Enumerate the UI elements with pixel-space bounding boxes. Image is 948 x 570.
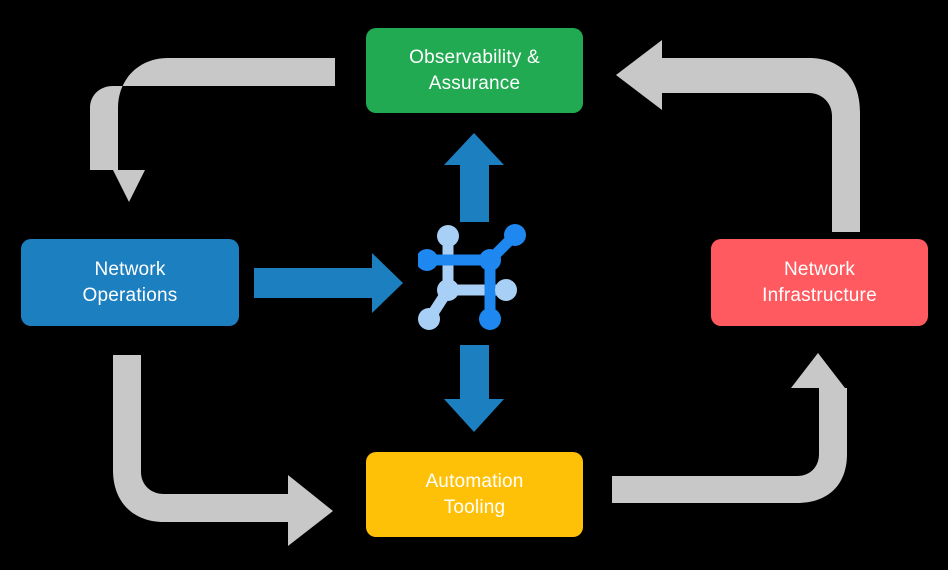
node-label-network-infrastructure: Network Infrastructure xyxy=(762,259,877,306)
node-label-automation-tooling: Automation Tooling xyxy=(425,471,524,518)
node-box-network-operations[interactable]: Network Operations xyxy=(21,239,239,326)
blue-arrow-operations-to-center xyxy=(254,253,403,313)
node-box-observability[interactable]: Observability & Assurance xyxy=(366,28,583,113)
blue-arrow-center-to-automation xyxy=(444,345,504,432)
gray-arrow-observability-to-operations xyxy=(90,58,335,202)
node-label-network-operations: Network Operations xyxy=(82,259,178,306)
gray-arrow-infrastructure-to-observability xyxy=(616,40,860,232)
network-topology-icon xyxy=(418,224,526,330)
node-box-network-infrastructure[interactable]: Network Infrastructure xyxy=(711,239,928,326)
node-box-automation-tooling[interactable]: Automation Tooling xyxy=(366,452,583,537)
network-icon-nodes-light xyxy=(418,225,517,330)
node-label-observability: Observability & Assurance xyxy=(409,47,540,94)
gray-arrow-operations-to-automation xyxy=(113,355,333,546)
network-icon-nodes-dark xyxy=(418,224,526,330)
gray-arrow-automation-to-infrastructure xyxy=(612,353,847,503)
blue-arrow-center-to-observability xyxy=(444,133,504,222)
